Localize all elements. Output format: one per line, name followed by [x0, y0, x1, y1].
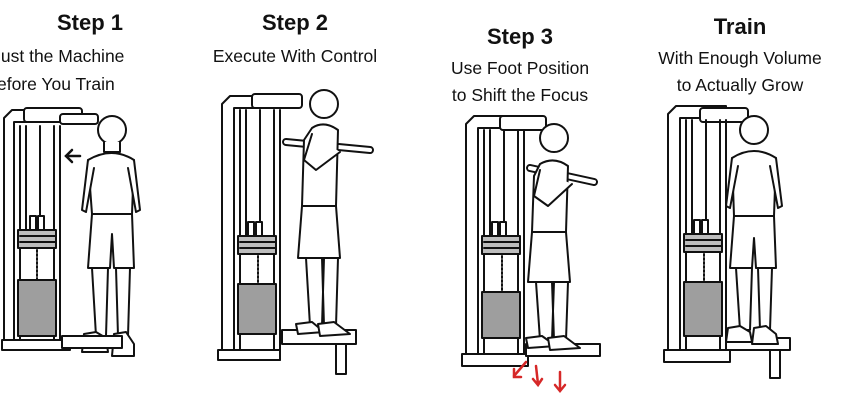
train-illustration — [663, 105, 791, 379]
step-1-title: Step 1 — [56, 10, 124, 35]
panel-step-2: Step 2 Execute With Control — [200, 0, 390, 400]
step-1-subtitle-line-1: Adjust the Machine — [0, 46, 125, 66]
step-1-illustration — [1, 107, 141, 357]
panel-train: Train With Enough Volume to Actually Gro… — [630, 0, 850, 400]
step-3-title: Step 3 — [486, 24, 554, 49]
step-3-subtitle-line-1: Use Foot Position — [450, 58, 590, 78]
panel-step-1: Step 1 Adjust the Machine Before You Tra… — [0, 0, 200, 400]
panel-step-3: Step 3 Use Foot Position to Shift the Fo… — [430, 0, 610, 400]
arrow-left-icon — [64, 148, 82, 164]
train-subtitle-line-2: to Actually Grow — [676, 75, 804, 95]
arrow-down-icon — [512, 360, 567, 393]
train-title: Train — [713, 14, 767, 39]
step-2-title: Step 2 — [261, 10, 329, 35]
step-3-illustration — [461, 115, 601, 393]
step-2-subtitle-line-1: Execute With Control — [212, 46, 378, 66]
train-subtitle-line-1: With Enough Volume — [658, 48, 822, 68]
step-2-illustration — [217, 89, 374, 375]
step-1-subtitle-line-2: Before You Train — [0, 74, 115, 94]
step-3-subtitle-line-2: to Shift the Focus — [451, 85, 589, 105]
